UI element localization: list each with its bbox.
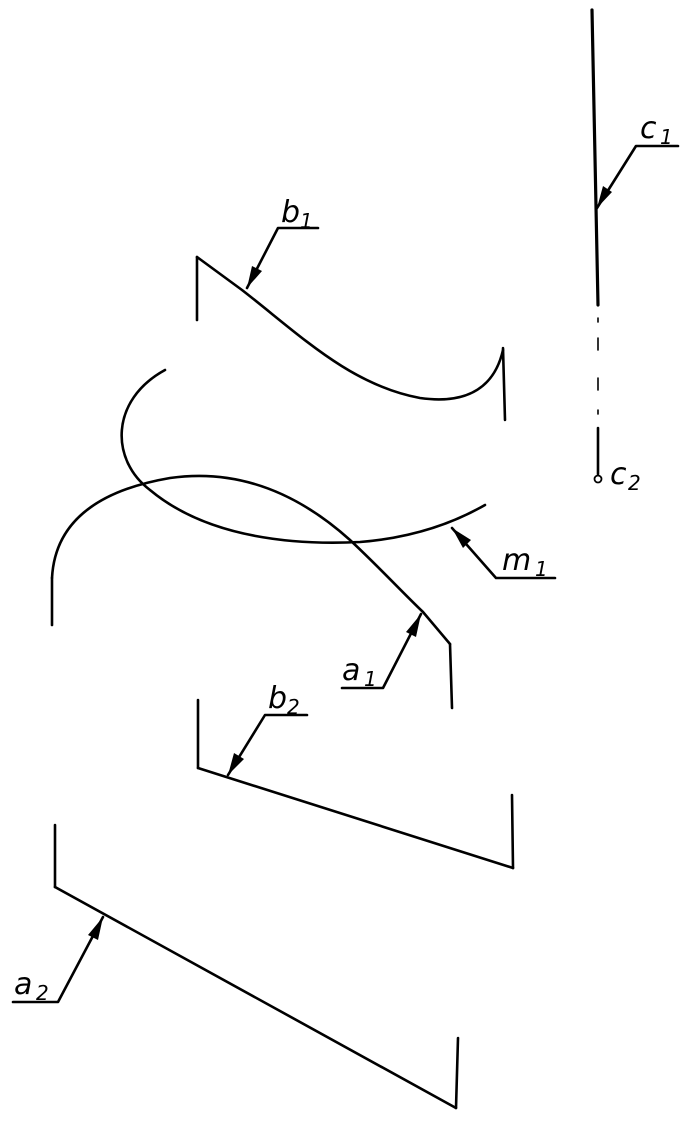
leader-m1 bbox=[450, 526, 557, 580]
leader-b2 bbox=[226, 713, 309, 777]
label-a1-sub: 1 bbox=[364, 667, 377, 691]
label-b2-main: b bbox=[268, 681, 287, 716]
label-c2-main: c bbox=[610, 457, 627, 492]
leader-c1 bbox=[595, 144, 680, 210]
line-c1 bbox=[590, 8, 600, 307]
label-a1-main: a bbox=[342, 653, 360, 688]
label-m1-sub: 1 bbox=[535, 557, 548, 581]
label-a2-main: a bbox=[14, 967, 32, 1002]
label-b1-main: b bbox=[281, 195, 300, 230]
axis-c bbox=[590, 8, 603, 484]
point-c2 bbox=[593, 474, 603, 484]
label-m1-main: m bbox=[502, 543, 531, 578]
curve-a1 bbox=[50, 474, 454, 710]
curve-m1 bbox=[120, 368, 487, 544]
label-b2-sub: 2 bbox=[287, 695, 300, 719]
leader-b1 bbox=[245, 226, 320, 290]
label-a2-sub: 2 bbox=[36, 981, 49, 1005]
label-c1-sub: 1 bbox=[660, 125, 673, 149]
leader-a2 bbox=[11, 915, 105, 1004]
line-b2 bbox=[196, 698, 515, 870]
leader-a1 bbox=[340, 612, 423, 690]
label-c1-main: c bbox=[640, 111, 657, 146]
curve-b1 bbox=[195, 255, 507, 422]
line-a2 bbox=[53, 823, 460, 1110]
label-b1-sub: 1 bbox=[300, 209, 313, 233]
label-c2-sub: 2 bbox=[628, 471, 641, 495]
